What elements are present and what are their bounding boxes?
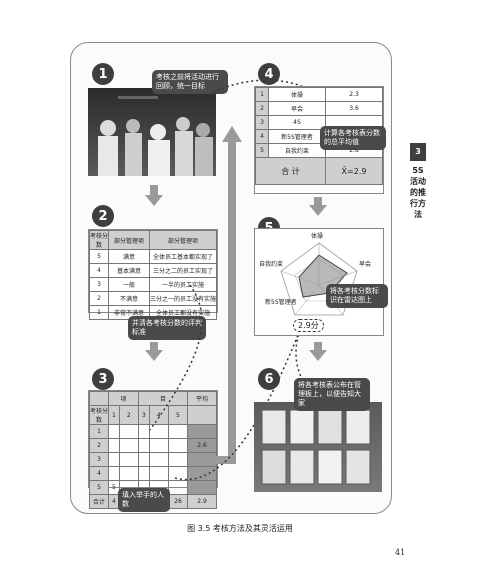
step-6-photo: [254, 402, 382, 492]
radar-label-left: 自我约束: [259, 261, 284, 268]
step-4-badge: 4: [258, 63, 280, 85]
step-2-note: 并清各考核分数的评判标准: [128, 316, 206, 340]
score-avg: [187, 480, 217, 495]
average-value: 2.3: [325, 87, 383, 102]
score-avg: 2.6: [187, 438, 217, 453]
step-6-badge: 6: [258, 368, 280, 390]
average-no: 4: [255, 129, 269, 144]
average-name: 早会: [268, 101, 326, 116]
average-name: 体操: [268, 87, 326, 102]
average-total-row: 合 计 X̄=2.9: [255, 157, 383, 185]
score-avg: [187, 424, 217, 439]
score-row: 3: [89, 452, 217, 467]
average-no: 3: [255, 115, 269, 130]
average-total-label: 合 计: [255, 157, 326, 185]
average-name: 新5S管理者: [268, 129, 326, 144]
chapter-number-tab: 3: [410, 143, 426, 161]
score-row: 1: [89, 424, 217, 439]
step-1-photo: [88, 88, 216, 176]
arrow-5-6-stem: [314, 342, 322, 350]
arrow-4-5: [309, 205, 327, 216]
radar-label-top: 体操: [311, 233, 324, 240]
step-3-bubble: 填入举手的人数: [118, 488, 170, 512]
chapter-title: 5S活动的推行方法: [410, 166, 426, 219]
step-1-badge: 1: [92, 63, 114, 85]
score-avg: [187, 466, 217, 481]
score-avg: [187, 452, 217, 467]
radar-label-bottom-left: 新5S管理者: [265, 299, 297, 306]
meeting-photo-illustration: [98, 96, 213, 176]
arrow-2-3-stem: [150, 342, 158, 350]
step-5-panel: 体操 自我约束 早会 新5S管理者 2.9分: [254, 228, 384, 336]
radar-value: 2.9分: [293, 319, 324, 332]
arrow-2-3: [145, 350, 163, 361]
step-3-badge: 3: [92, 368, 114, 390]
criteria-score: 1: [89, 305, 109, 320]
arrow-5-6: [309, 350, 327, 361]
score-total-label: 合计: [89, 494, 109, 509]
step-1-bubble: 考核之前将活动进行回顾，统一目标: [152, 70, 228, 94]
average-value: 3.6: [325, 101, 383, 116]
arrow-4-5-stem: [314, 197, 322, 205]
page-number: 41: [395, 548, 406, 557]
average-no: 2: [255, 101, 269, 116]
score-row-label: 5: [89, 480, 109, 495]
arrow-1-2: [145, 195, 163, 206]
score-row-label: 2: [89, 438, 109, 453]
arrow-1-2-stem: [150, 185, 158, 195]
average-no: 5: [255, 143, 269, 158]
score-row-label: 1: [89, 424, 109, 439]
score-total-cell: 26: [167, 494, 189, 509]
score-total-avg: 2.9: [187, 494, 217, 509]
average-name: 自我约束: [268, 143, 326, 158]
board-photo-illustration: [261, 409, 371, 485]
radar-chart: [280, 242, 358, 316]
figure-caption: 图 3.5 考核方法及其灵活运用: [187, 524, 293, 533]
step-5-bubble: 将各考核分数标识在雷达图上: [326, 284, 388, 308]
average-name: 4S: [268, 115, 326, 130]
connector-arrow-3-4: [216, 126, 242, 464]
step-4-bubble: 计算各考核表分数的总平均值: [320, 126, 386, 150]
radar-label-right: 早会: [359, 261, 372, 268]
step-6-bubble: 将各考核表公布在管理板上，以便告知大家: [294, 378, 370, 411]
score-row-label: 3: [89, 452, 109, 467]
average-no: 1: [255, 87, 269, 102]
step-2-badge: 2: [92, 205, 114, 227]
average-total-value: X̄=2.9: [325, 157, 383, 185]
